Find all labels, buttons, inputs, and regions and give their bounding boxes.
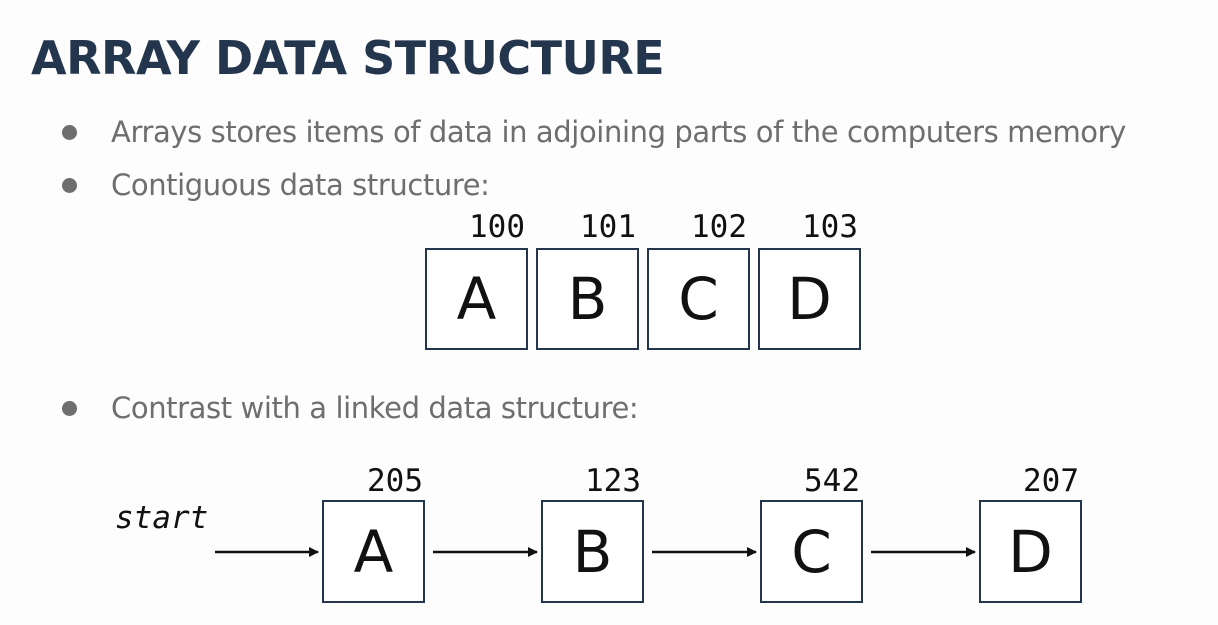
array-address-label: 100 <box>469 209 525 245</box>
start-label: start <box>115 500 209 536</box>
bullet-text: Arrays stores items of data in adjoining… <box>111 115 1126 149</box>
bullet-item: Contrast with a linked data structure: <box>62 388 639 428</box>
array-cell: D <box>758 248 861 350</box>
bullet-dot-icon <box>62 177 77 193</box>
bullet-text: Contiguous data structure: <box>111 168 490 202</box>
linked-node: D <box>979 500 1082 603</box>
linked-node: B <box>541 500 644 603</box>
bullet-text: Contrast with a linked data structure: <box>111 391 639 425</box>
slide-title: ARRAY DATA STRUCTURE <box>31 31 665 85</box>
node-address-label: 207 <box>1023 463 1079 499</box>
bullet-dot-icon <box>62 400 77 416</box>
bullet-item: Contiguous data structure: <box>62 165 490 205</box>
node-address-label: 123 <box>585 463 641 499</box>
array-cell: A <box>425 248 528 350</box>
array-address-label: 101 <box>580 209 636 245</box>
array-address-label: 103 <box>802 209 858 245</box>
linked-node: C <box>760 500 863 603</box>
node-address-label: 205 <box>367 463 423 499</box>
array-address-label: 102 <box>691 209 747 245</box>
array-cell: C <box>647 248 750 350</box>
array-cell: B <box>536 248 639 350</box>
bullet-item: Arrays stores items of data in adjoining… <box>62 112 1126 152</box>
node-address-label: 542 <box>804 463 860 499</box>
bullet-dot-icon <box>62 124 77 140</box>
linked-node: A <box>322 500 425 603</box>
